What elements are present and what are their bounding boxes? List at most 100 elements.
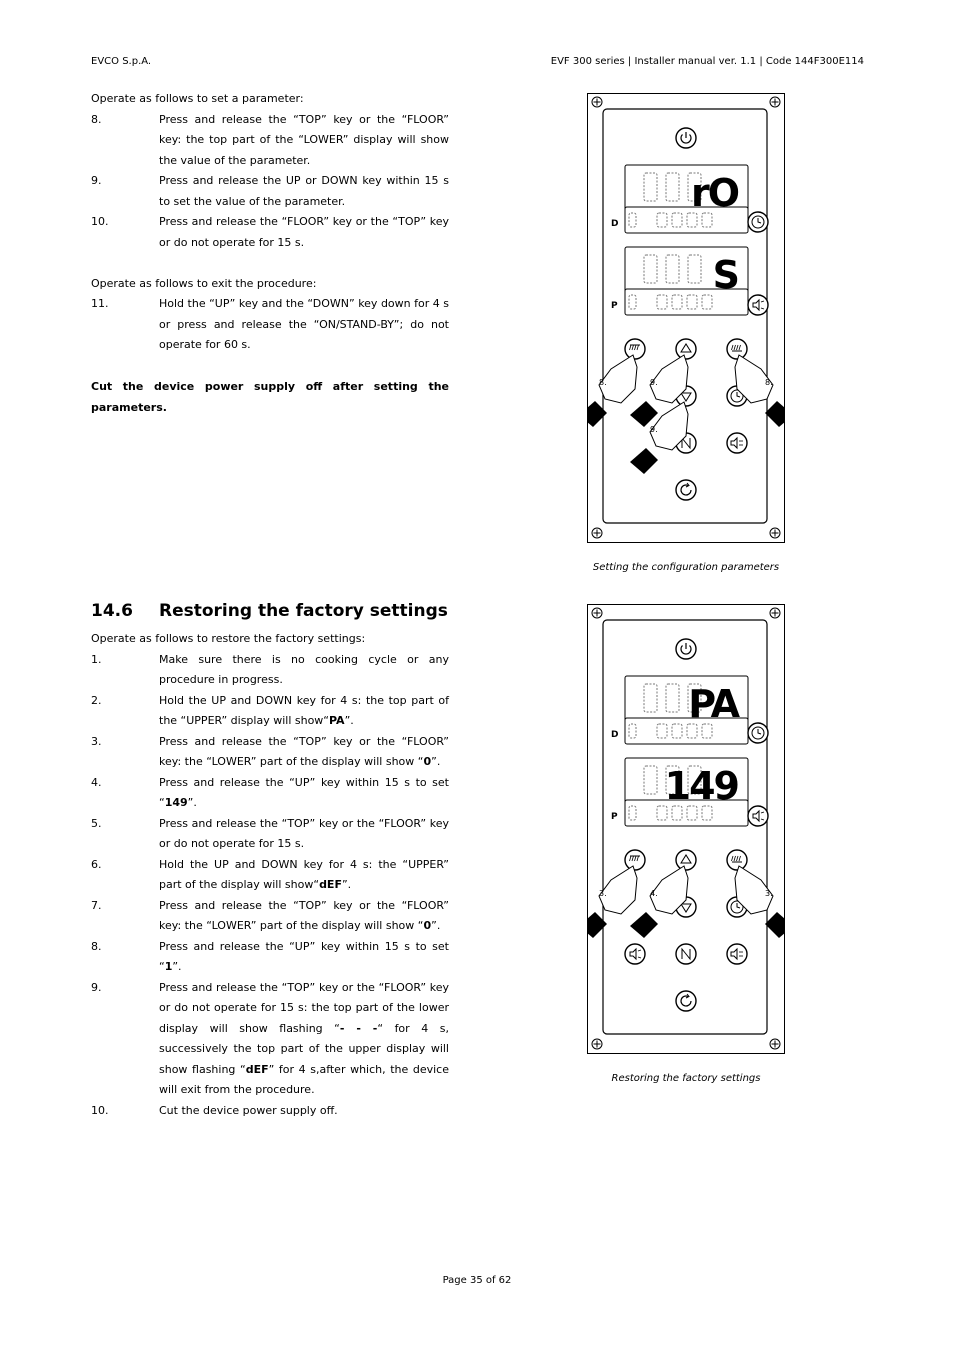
hand-step-label: 8. (599, 378, 607, 387)
step-text: Hold the UP and DOWN key for 4 s: the “U… (159, 855, 449, 896)
step-text: Press and release the “UP” key within 15… (159, 937, 449, 978)
step-text: Press and release the “TOP” key or the “… (159, 110, 449, 172)
floor-key (726, 338, 748, 360)
step-text-part: Press and release the “UP” key within 15… (159, 939, 449, 974)
step-number: 8. (91, 939, 102, 953)
unlit-digit (686, 805, 698, 821)
step-number: 5. (91, 816, 102, 830)
unlit-digit (687, 765, 702, 795)
step-text-part: Press and release the “FLOOR” key or the… (159, 215, 449, 249)
hand-pointer-icon: 4. (630, 865, 689, 938)
top-key (624, 849, 646, 871)
step-item: 7.Press and release the “TOP” key or the… (91, 896, 449, 937)
screw-icon (769, 1038, 781, 1050)
set-param-steps: 8. Press and release the “TOP” key or the… (91, 110, 449, 254)
screw-icon (591, 1038, 603, 1050)
step-item: 2.Hold the UP and DOWN key for 4 s: the … (91, 691, 449, 732)
figure-caption: Setting the configuration parameters (592, 562, 780, 573)
unlit-digit (656, 294, 668, 310)
timer-label-icon: D (611, 219, 618, 229)
step-text: Press and release the “UP” key within 15… (159, 773, 449, 814)
up-key (675, 849, 697, 871)
step-item: 6.Hold the UP and DOWN key for 4 s: the … (91, 855, 449, 896)
unlit-digit (686, 294, 698, 310)
step-text-part: Press and release the “TOP” key or the “… (159, 734, 449, 769)
unlit-digit (671, 212, 683, 228)
step-number: 9. (91, 174, 102, 187)
step-text: Cut the device power supply off. (159, 1101, 449, 1122)
step-emphasis: 1 (164, 960, 173, 973)
step-text: Press and release the UP or DOWN key wit… (159, 171, 449, 212)
step-emphasis: dEF (245, 1062, 269, 1076)
unlit-digit (665, 254, 680, 284)
probe-label-icon: P (611, 301, 618, 311)
step-text: Press and release the “TOP” key or the “… (159, 896, 449, 937)
exit-intro: Operate as follows to exit the procedure… (91, 276, 317, 290)
unlit-digit (686, 212, 698, 228)
page-number: Page 35 of 62 (442, 1275, 512, 1286)
timer-label-icon: D (611, 730, 618, 740)
step-text: Hold the “UP” key and the “DOWN” key dow… (159, 294, 449, 356)
step-text: Press and release the “TOP” key or the “… (159, 978, 449, 1101)
exit-steps: 11.Hold the “UP” key and the “DOWN” key … (91, 294, 449, 356)
step-text: Hold the UP and DOWN key for 4 s: the to… (159, 691, 449, 732)
unlit-digit (665, 765, 680, 795)
unlit-digit (665, 172, 680, 202)
lcd-display: S (624, 246, 749, 297)
restore-block: Operate as follows to restore the factor… (91, 629, 449, 1121)
step-text-part: Hold the “UP” key and the “DOWN” key dow… (159, 297, 449, 351)
unlit-digit (656, 212, 668, 228)
step-item: 9. Press and release the “TOP” key or the… (91, 978, 449, 1101)
step-emphasis: PA (329, 714, 345, 727)
set-param-intro: Operate as follows to set a parameter: (91, 92, 304, 105)
screw-icon (769, 607, 781, 619)
unlit-digit (701, 805, 713, 821)
step-item: 10.Cut the device power supply off. (91, 1101, 449, 1122)
secondary-digits (624, 717, 749, 745)
top-key (624, 338, 646, 360)
unlit-digit (671, 723, 683, 739)
step-item: 1. Make sure there is no cooking cycle or… (91, 650, 449, 691)
step-text-part: ”. (431, 755, 441, 768)
power-warning: Cut the device power supply off after se… (91, 380, 449, 414)
step-text: Press and release the “TOP” key or the “… (159, 814, 449, 855)
restore-intro: Operate as follows to restore the factor… (91, 632, 366, 645)
secondary-digits (624, 288, 749, 316)
header-company: EVCO S.p.A. (91, 56, 152, 67)
unlit-digit (687, 254, 702, 284)
set-parameter-block: Operate as follows to set a parameter: 8… (91, 89, 449, 418)
unlit-digit (687, 683, 702, 713)
power-key (675, 638, 697, 660)
step-text-part: Press and release the “UP” key within 15… (159, 775, 449, 810)
hand-step-label: 9. (650, 378, 658, 387)
step-text-part: ” for 4 s,after which, the device will e… (159, 1062, 449, 1097)
step-number: 1. (91, 652, 102, 666)
step-text: Make sure there is no cooking cycle or a… (159, 650, 449, 691)
unlit-digit (628, 212, 637, 228)
horn-key (726, 943, 748, 965)
step-emphasis: 0 (423, 919, 432, 932)
section-number: 14.6 (91, 601, 133, 621)
hand-pointer-icon: 9. (630, 354, 689, 427)
step-item: 8. Press and release the “UP” key within … (91, 937, 449, 978)
step-text-part: Hold the UP and DOWN key for 4 s: the “U… (159, 857, 449, 892)
step-emphasis: dEF (319, 878, 342, 891)
step-number: 9. (91, 980, 102, 994)
step-item: 10.Press and release the “FLOOR” key or … (91, 212, 449, 253)
probe-label-icon: P (611, 812, 618, 822)
header-doc-info: EVF 300 series | Installer manual ver. 1… (550, 56, 864, 67)
hand-step-label: 3. (765, 889, 773, 898)
step-item: 5. Press and release the “TOP” key or the… (91, 814, 449, 855)
step-item: 8. Press and release the “TOP” key or the… (91, 110, 449, 172)
step-text: Press and release the “FLOOR” key or the… (159, 212, 449, 253)
unlit-digit (686, 723, 698, 739)
step-item: 11.Hold the “UP” key and the “DOWN” key … (91, 294, 449, 356)
unlit-digit (656, 805, 668, 821)
start-stop-key (675, 990, 697, 1012)
unlit-digit (643, 765, 658, 795)
step-number: 8. (91, 112, 102, 126)
step-text-part: Press and release the “TOP” key or the “… (159, 898, 449, 933)
step-item: 3.Press and release the “TOP” key or the… (91, 732, 449, 773)
